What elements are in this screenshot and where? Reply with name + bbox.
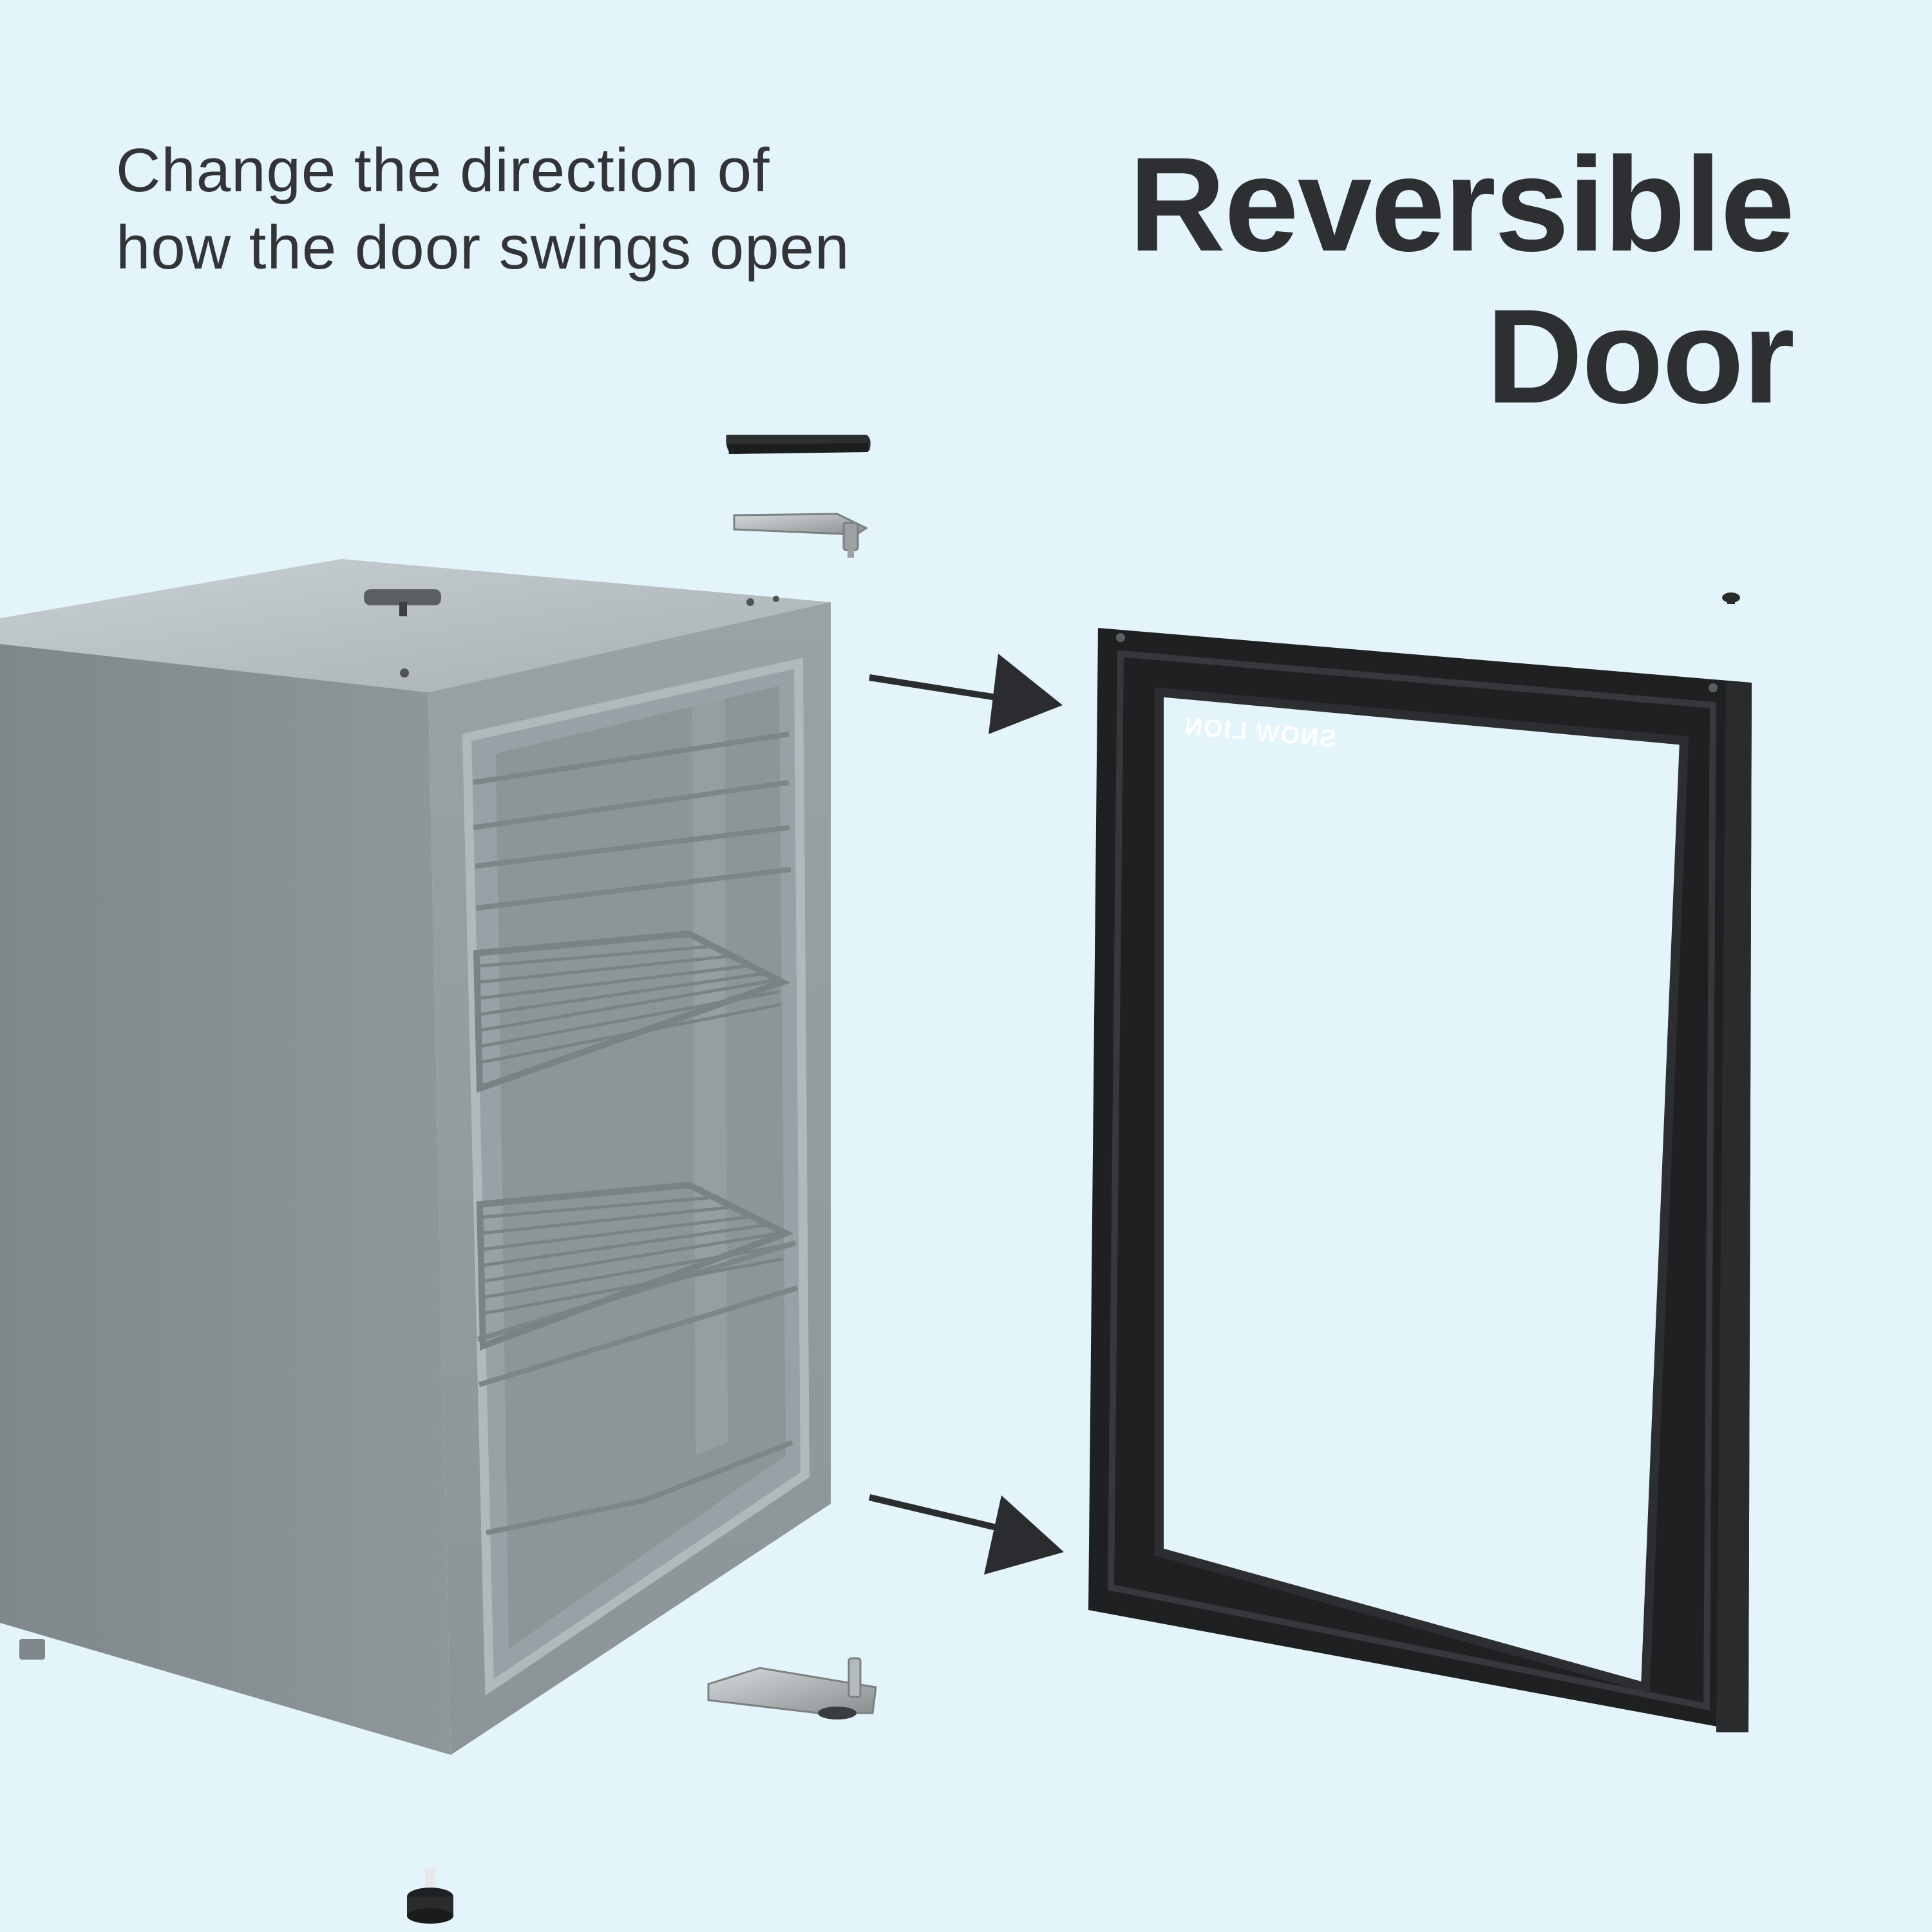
glass-door: SNOW LION: [1088, 628, 1752, 1732]
hinge-cover: [726, 435, 871, 454]
subtitle: Change the direction of how the door swi…: [116, 132, 849, 287]
cabinet-foot-left: [19, 1639, 45, 1660]
headline-line-2: Door: [1486, 282, 1795, 431]
wire-shelf-lower: [476, 1181, 794, 1351]
headline: Reversible Door: [1128, 129, 1795, 433]
arrow-upper: [869, 654, 1063, 734]
door-glass: [1159, 692, 1684, 1687]
adjustable-foot: [407, 1868, 453, 1924]
bottom-hinge-bracket: [707, 1657, 877, 1719]
door-frame-edge: [1716, 683, 1752, 1732]
shelf-ribs: [473, 732, 799, 1387]
top-hinge-bracket: [733, 513, 869, 558]
door-gasket: [1155, 687, 1689, 1694]
fridge-cabinet: [0, 559, 831, 1755]
cabinet-side: [0, 644, 451, 1755]
cabinet-top: [0, 559, 831, 692]
arrow-lower: [868, 1494, 1064, 1575]
hole-plug: [1722, 592, 1740, 604]
interior-floor: [486, 1440, 793, 1535]
cabinet-top-hinge-plate: [364, 589, 441, 605]
interior-column: [692, 696, 728, 1455]
subtitle-line-2: how the door swings open: [116, 213, 850, 282]
subtitle-line-1: Change the direction of: [116, 136, 770, 205]
door-frame-ridge: [1107, 650, 1717, 1711]
wire-shelf-upper: [473, 930, 791, 1093]
headline-line-1: Reversible: [1128, 130, 1795, 279]
